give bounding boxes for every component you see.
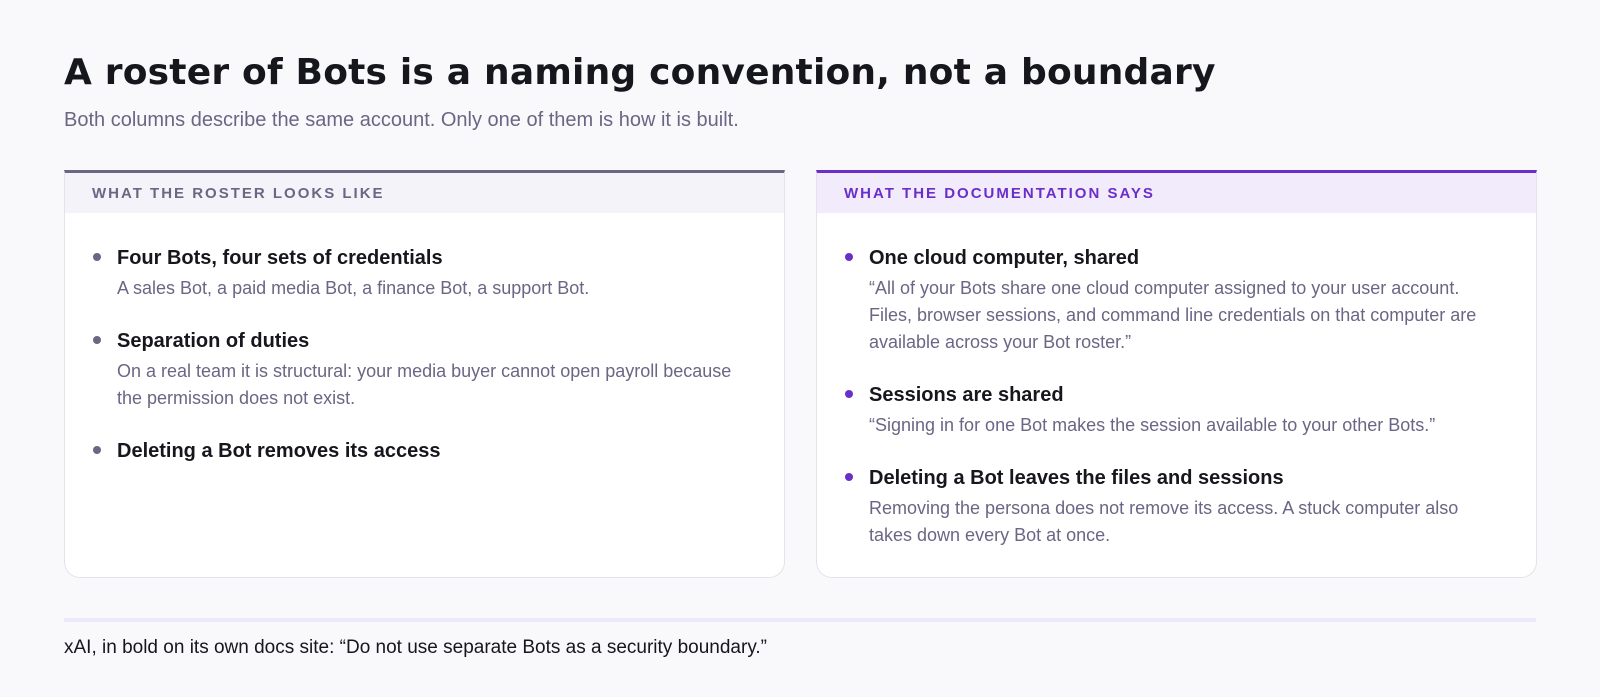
item-description: Removing the persona does not remove its…: [869, 498, 1459, 545]
bullet-icon: [845, 473, 853, 481]
list-item: One cloud computer, shared “All of your …: [845, 245, 1496, 356]
list-item: Four Bots, four sets of credentials A sa…: [93, 245, 744, 302]
page-subtitle: Both columns describe the same account. …: [64, 109, 739, 131]
footer-note: xAI, in bold on its own docs site: “Do n…: [64, 637, 768, 658]
list-item: Deleting a Bot leaves the files and sess…: [845, 465, 1496, 549]
item-title: Sessions are shared: [869, 384, 1064, 406]
item-description: “Signing in for one Bot makes the sessio…: [869, 415, 1436, 435]
item-description: “All of your Bots share one cloud comput…: [869, 278, 1477, 352]
item-title: Deleting a Bot leaves the files and sess…: [869, 467, 1284, 489]
item-title: Four Bots, four sets of credentials: [117, 247, 443, 269]
item-description: On a real team it is structural: your me…: [117, 361, 732, 408]
roster-panel-header: WHAT THE ROSTER LOOKS LIKE: [65, 173, 784, 213]
divider: [64, 618, 1536, 622]
bullet-icon: [845, 390, 853, 398]
bullet-icon: [93, 336, 101, 344]
documentation-list: One cloud computer, shared “All of your …: [817, 213, 1536, 549]
list-item: Separation of duties On a real team it i…: [93, 328, 744, 412]
list-item: Deleting a Bot removes its access: [93, 438, 744, 464]
item-description: A sales Bot, a paid media Bot, a finance…: [117, 278, 590, 298]
item-title: Separation of duties: [117, 330, 310, 352]
page-title: A roster of Bots is a naming convention,…: [64, 52, 1216, 93]
documentation-panel-header: WHAT THE DOCUMENTATION SAYS: [817, 173, 1536, 213]
roster-list: Four Bots, four sets of credentials A sa…: [65, 213, 784, 464]
list-item: Sessions are shared “Signing in for one …: [845, 382, 1496, 439]
page: A roster of Bots is a naming convention,…: [64, 0, 1537, 697]
item-title: One cloud computer, shared: [869, 247, 1140, 269]
bullet-icon: [93, 253, 101, 261]
bullet-icon: [845, 253, 853, 261]
documentation-panel: WHAT THE DOCUMENTATION SAYS One cloud co…: [816, 170, 1537, 578]
bullet-icon: [93, 446, 101, 454]
item-title: Deleting a Bot removes its access: [117, 440, 441, 462]
roster-panel: WHAT THE ROSTER LOOKS LIKE Four Bots, fo…: [64, 170, 785, 578]
